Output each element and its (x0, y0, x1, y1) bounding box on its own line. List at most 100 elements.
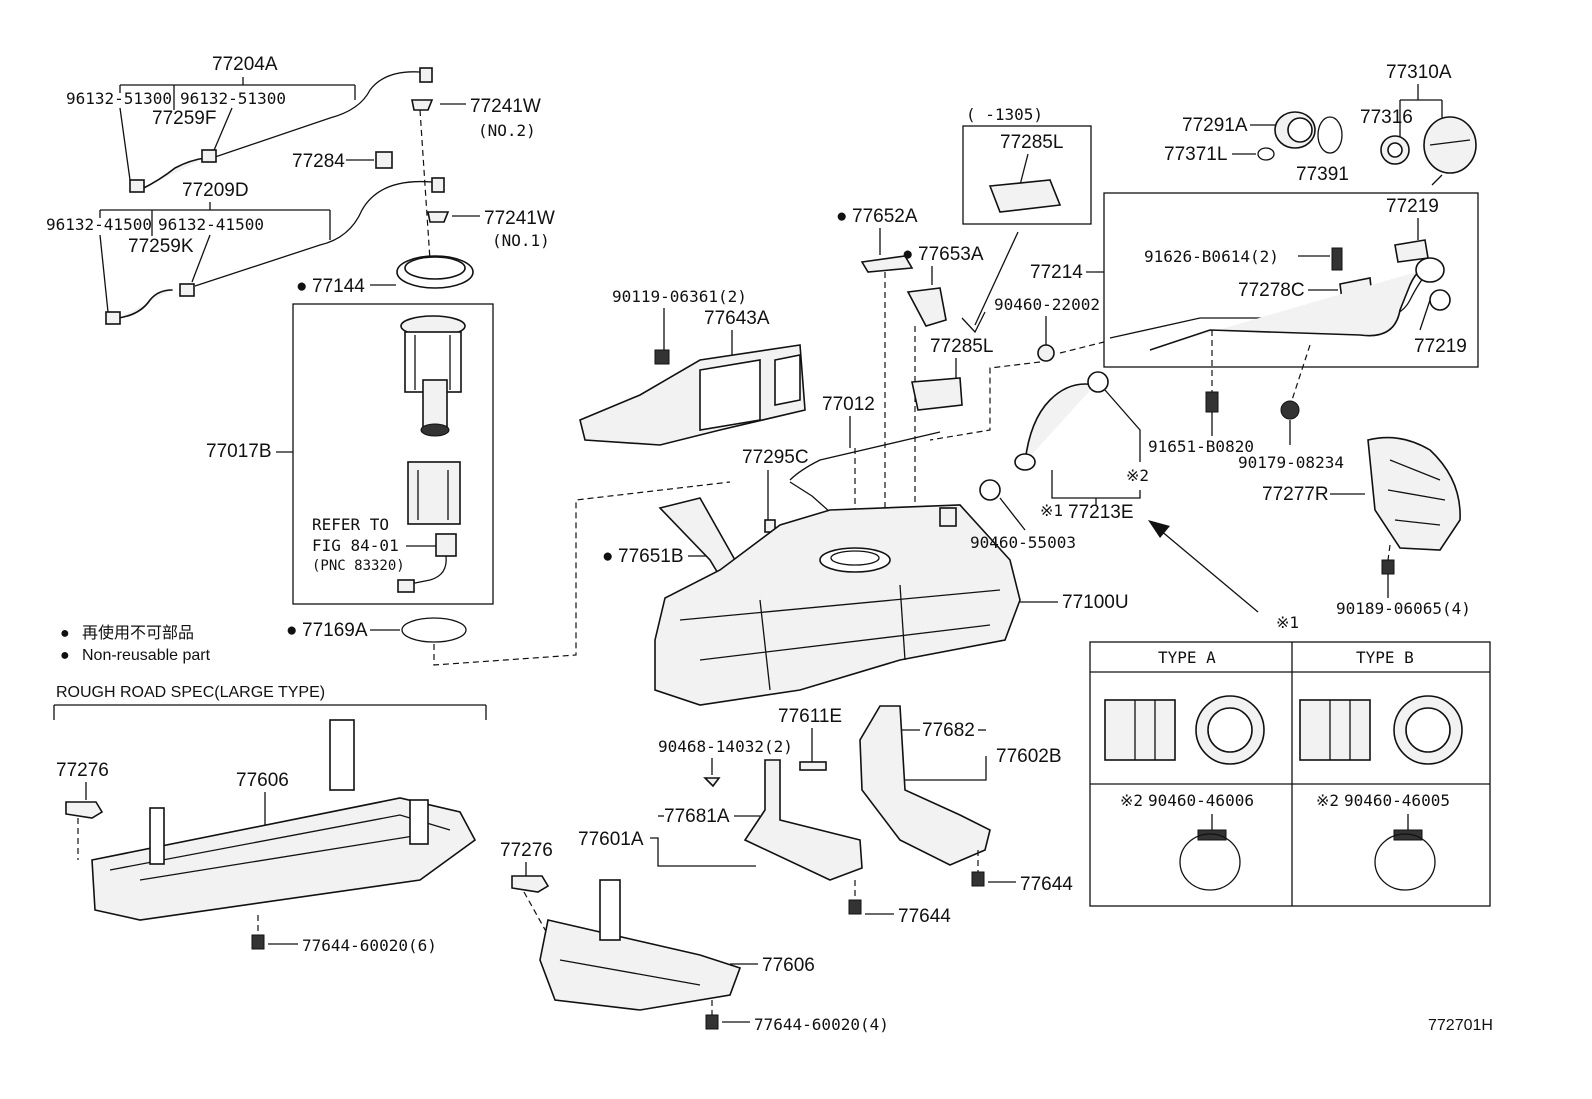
label-77391: 77391 (1296, 164, 1349, 185)
label-77644-60020-4: 77644-60020(4) (754, 1015, 889, 1034)
clamp-a-mark: ※2 (1120, 791, 1143, 810)
label-77653A: 77653A (918, 244, 984, 265)
figure-id: 772701H (1428, 1017, 1493, 1034)
label-77601A: 77601A (578, 829, 644, 850)
tank-band-77601A: 77611E 90468-14032(2) 77681A 77601A 7764… (578, 706, 951, 927)
label-mark2-hose: ※2 (1126, 466, 1149, 485)
label-77316: 77316 (1360, 107, 1413, 128)
label-77291A: 77291A (1182, 115, 1248, 136)
nut-90179-08234: 90179-08234 (1238, 400, 1344, 472)
label-77285L-range: ( -1305) (966, 105, 1043, 124)
label-77241W-no1: 77241W (484, 208, 555, 229)
label-77012: 77012 (822, 394, 875, 415)
label-77611E: 77611E (778, 706, 842, 727)
label-77295C: 77295C (742, 447, 809, 468)
hose-assembly-77209D: 77209D 96132-41500 96132-41500 77259K (46, 177, 445, 325)
legend-en: Non-reusable part (82, 647, 211, 664)
filler-pipe-77214: 77214 77219 91626-B0614(2) 77278C 77219 (1030, 192, 1479, 368)
label-77644-60020-6: 77644-60020(6) (302, 936, 437, 955)
label-77204A: 77204A (212, 54, 278, 75)
label-77214: 77214 (1030, 262, 1083, 283)
label-77219-a: 77219 (1386, 196, 1439, 217)
label-96132-51300-b: 96132-51300 (180, 89, 286, 108)
label-91651-B0820: 91651-B0820 (1148, 437, 1254, 456)
retainer-ring-77144: ● 77144 (296, 255, 474, 297)
label-77213E: 77213E (1068, 502, 1134, 523)
clamp-a-part: 90460-46006 (1148, 791, 1254, 810)
rough-road-spec-skid-plate: ROUGH ROAD SPEC(LARGE TYPE) 77276 77606 … (53, 684, 487, 955)
clamp-90460-22002: 90460-22002 (929, 295, 1105, 441)
refer-line-2: FIG 84-01 (312, 536, 399, 555)
label-77241W-no2: 77241W (470, 96, 541, 117)
label-77643A: 77643A (704, 308, 770, 329)
label-mark1-top: ※1 (1276, 613, 1299, 632)
filler-hose-77213E: ※2 ※1 77213E (1014, 371, 1149, 523)
filler-pipe-protector-77277R: 77277R 90189-06065(4) (1262, 436, 1471, 618)
label-77284: 77284 (292, 151, 345, 172)
clip-77241W-no2: 77241W (NO.2) (411, 96, 541, 140)
bullet-77653A: ● (902, 244, 913, 265)
label-77606-b: 77606 (762, 955, 815, 976)
tank-band-cushion-77652A: ● 77652A (836, 206, 918, 520)
protector-77285L-boxed: ( -1305) 77285L (961, 105, 1092, 334)
label-90468-14032: 90468-14032(2) (658, 737, 793, 756)
tube-77012: 77012 (789, 394, 941, 520)
legend-bullet-en: ● (60, 647, 70, 664)
legend-bullet-jp: ● (60, 625, 70, 642)
reference-arrow: ※1 (1148, 520, 1299, 632)
label-96132-51300-a: 96132-51300 (66, 89, 172, 108)
bullet-77144: ● (296, 276, 307, 297)
hose-77295C: 77295C (742, 447, 831, 533)
label-77682: 77682 (922, 720, 975, 741)
label-mark1-hose: ※1 (1040, 501, 1063, 520)
label-77259K: 77259K (128, 236, 194, 257)
label-96132-41500-b: 96132-41500 (158, 215, 264, 234)
label-77219-b: 77219 (1414, 336, 1467, 357)
rough-road-heading: ROUGH ROAD SPEC(LARGE TYPE) (56, 684, 325, 701)
label-90189-06065: 90189-06065(4) (1336, 599, 1471, 618)
type-a-header: TYPE A (1158, 648, 1216, 667)
protector-77285L: 77285L (911, 336, 993, 411)
label-77310A: 77310A (1386, 62, 1452, 83)
label-77144: 77144 (312, 276, 365, 297)
fuel-cap-77310A: 77310A 77316 (1360, 62, 1477, 186)
label-90460-22002: 90460-22002 (994, 295, 1100, 314)
label-77276-b: 77276 (500, 840, 553, 861)
label-77606-a: 77606 (236, 770, 289, 791)
hose-assembly-77204A: 77204A 96132-51300 96132-51300 77259F (66, 54, 433, 193)
label-90119-06361: 90119-06361(2) (612, 287, 747, 306)
label-77644-c: 77644 (898, 906, 951, 927)
heat-protector-77643A: 90119-06361(2) 77643A (579, 287, 806, 446)
label-77259F: 77259F (152, 108, 216, 129)
type-b-header: TYPE B (1356, 648, 1414, 667)
clamp-90460-55003: 90460-55003 (970, 479, 1076, 552)
label-77100U: 77100U (1062, 592, 1129, 613)
label-no2: (NO.2) (478, 121, 536, 140)
label-77371L: 77371L (1164, 144, 1227, 165)
refer-line-3: (PNC 83320) (312, 558, 405, 574)
label-77017B: 77017B (206, 441, 272, 462)
label-no1: (NO.1) (492, 231, 550, 250)
tank-band-77602B: 77682 77602B 77644 (859, 705, 1073, 895)
label-77651B: 77651B (618, 546, 684, 567)
fuel-tank-77100U: 77100U (654, 504, 1129, 706)
clamp-b-part: 90460-46005 (1344, 791, 1450, 810)
label-77278C: 77278C (1238, 280, 1305, 301)
label-77276-a: 77276 (56, 760, 109, 781)
legend: ● 再使用不可部品 ● Non-reusable part (60, 624, 211, 664)
label-77285L: 77285L (930, 336, 993, 357)
label-77602B: 77602B (996, 746, 1062, 767)
bolt-91651-B0820: 91651-B0820 (1148, 391, 1254, 456)
refer-line-1: REFER TO (312, 515, 389, 534)
clip-77241W-no1: 77241W (NO.1) (427, 208, 555, 250)
bullet-77651B: ● (602, 546, 613, 567)
label-77209D: 77209D (182, 180, 249, 201)
label-90179-08234: 90179-08234 (1238, 453, 1344, 472)
legend-jp: 再使用不可部品 (82, 624, 194, 642)
filler-cap-gasket-77291A: 77291A 77371L 77391 (1164, 111, 1349, 185)
clamp-77284: 77284 (292, 151, 393, 172)
label-77285L-box: 77285L (1000, 132, 1063, 153)
clamp-type-table: TYPE A TYPE B ※2 90460-46006 ※2 90460-46… (1089, 641, 1491, 907)
